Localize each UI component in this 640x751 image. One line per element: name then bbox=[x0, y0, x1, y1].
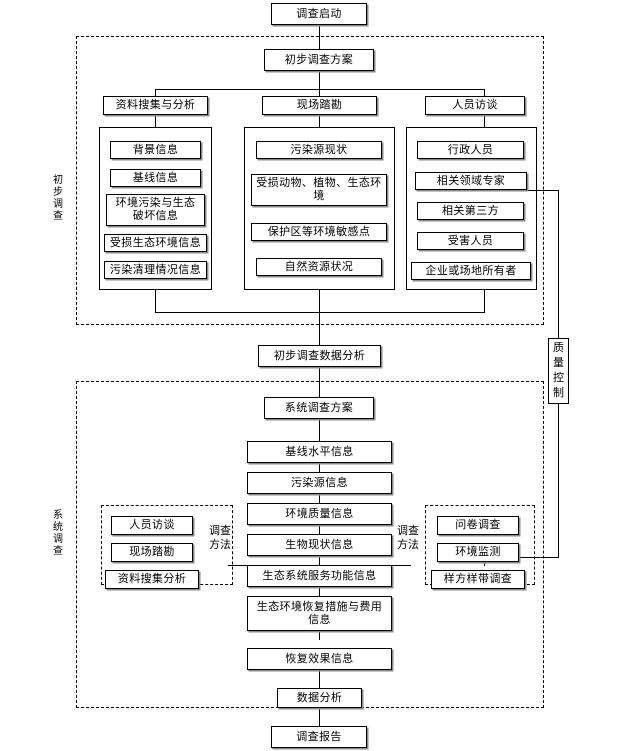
connector-left-method-to-center bbox=[228, 565, 247, 566]
fanbar-drop-col3 bbox=[484, 89, 485, 98]
node-c3-item3[interactable]: 受害人员 bbox=[417, 232, 524, 250]
connector-plan2-to-center bbox=[319, 419, 320, 441]
phase-two-side-label-c1: 统 bbox=[53, 522, 63, 533]
fanbar-drop-col1 bbox=[155, 89, 156, 98]
left-method-label-line0: 调查 bbox=[209, 525, 231, 537]
node-survey-report[interactable]: 调查报告 bbox=[271, 726, 367, 748]
connector-bridge-to-plan2 bbox=[319, 367, 320, 397]
right-method-label-line0: 调查 bbox=[397, 525, 419, 537]
qc-spine-upper bbox=[558, 190, 559, 365]
right-method-label-line1: 方法 bbox=[397, 539, 419, 551]
node-p2-right-method-2[interactable]: 样方样带调查 bbox=[431, 570, 525, 589]
node-preliminary-plan[interactable]: 初步调查方案 bbox=[264, 49, 374, 71]
node-data-analysis[interactable]: 数据分析 bbox=[277, 688, 362, 708]
center-link-5 bbox=[319, 587, 320, 596]
node-c3-item2[interactable]: 相关第三方 bbox=[417, 202, 524, 220]
phase-one-container bbox=[76, 36, 544, 325]
node-p2-center-1[interactable]: 污染源信息 bbox=[247, 472, 392, 494]
node-c1-item1[interactable]: 基线信息 bbox=[110, 169, 201, 187]
center-link-6 bbox=[319, 631, 320, 640]
connector-right-method-to-center bbox=[392, 565, 411, 566]
node-c1-item4[interactable]: 污染清理情况信息 bbox=[104, 261, 207, 279]
connector-start-to-plan1 bbox=[319, 25, 320, 51]
qc-char-0: 质 bbox=[553, 342, 564, 354]
phase-one-side-label: 初 步 调 查 bbox=[47, 175, 69, 223]
qc-top-feed bbox=[484, 190, 559, 191]
node-c3-item0[interactable]: 行政人员 bbox=[417, 141, 524, 159]
connector-col1-header-to-group bbox=[155, 115, 156, 127]
node-c3-item4[interactable]: 企业或场地所有者 bbox=[411, 262, 531, 280]
node-p2-center-0[interactable]: 基线水平信息 bbox=[247, 441, 392, 463]
merge-bar-phase1 bbox=[155, 312, 485, 313]
node-c1-item2[interactable]: 环境污染与生态破坏信息 bbox=[106, 194, 205, 226]
node-col2-header[interactable]: 现场踏勘 bbox=[262, 96, 377, 115]
node-survey-start[interactable]: 调查启动 bbox=[271, 3, 367, 25]
phase-one-side-label-c2: 调 bbox=[53, 199, 63, 210]
phase-one-side-label-c1: 步 bbox=[53, 187, 63, 198]
connector-col2-header-to-group bbox=[319, 115, 320, 127]
node-c1-item3[interactable]: 受损生态环境信息 bbox=[104, 234, 207, 252]
node-p2-left-method-2[interactable]: 资料搜集分析 bbox=[105, 570, 199, 589]
phase-two-side-label-c2: 调 bbox=[53, 534, 63, 545]
node-col1-header[interactable]: 资料搜集与分析 bbox=[103, 96, 208, 115]
node-p2-left-method-1[interactable]: 现场踏勘 bbox=[111, 543, 193, 562]
connector-center-to-analysis bbox=[319, 670, 320, 688]
center-link-2 bbox=[319, 494, 320, 503]
connector-col3-group-down bbox=[484, 290, 485, 312]
qc-spine-lower bbox=[558, 385, 559, 558]
node-quality-control[interactable]: 质 量 控 制 bbox=[548, 338, 569, 404]
node-c2-item3[interactable]: 自然资源状况 bbox=[256, 258, 382, 276]
left-method-label-line1: 方法 bbox=[209, 539, 231, 551]
node-c2-item1[interactable]: 受损动物、植物、生态环境 bbox=[251, 174, 387, 206]
phase-two-side-label-c0: 系 bbox=[53, 510, 63, 521]
center-link-3 bbox=[319, 525, 320, 534]
right-method-label: 调查 方法 bbox=[393, 524, 423, 552]
node-p2-right-method-1[interactable]: 环境监测 bbox=[437, 543, 519, 562]
node-system-plan[interactable]: 系统调查方案 bbox=[264, 397, 374, 419]
connector-col1-group-down bbox=[155, 290, 156, 312]
qc-char-1: 量 bbox=[553, 357, 564, 369]
phase-one-side-label-c3: 查 bbox=[53, 211, 63, 222]
node-preliminary-data-analysis[interactable]: 初步调查数据分析 bbox=[258, 345, 381, 367]
node-c1-item0[interactable]: 背景信息 bbox=[110, 141, 201, 159]
node-p2-center-4[interactable]: 生态系统服务功能信息 bbox=[247, 565, 392, 587]
phase-two-side-label: 系 统 调 查 bbox=[47, 510, 69, 558]
connector-analysis-to-report bbox=[319, 708, 320, 726]
node-col3-header[interactable]: 人员访谈 bbox=[425, 96, 525, 115]
node-p2-center-2[interactable]: 环境质量信息 bbox=[247, 503, 392, 525]
qc-bottom-feed bbox=[484, 557, 559, 558]
node-c2-item2[interactable]: 保护区等环境敏感点 bbox=[251, 223, 387, 241]
phase-one-side-label-c0: 初 bbox=[53, 175, 63, 186]
node-p2-center-3[interactable]: 生物现状信息 bbox=[247, 534, 392, 556]
center-link-4 bbox=[319, 556, 320, 565]
node-p2-left-method-0[interactable]: 人员访谈 bbox=[111, 516, 193, 535]
node-p2-center-6[interactable]: 恢复效果信息 bbox=[247, 648, 392, 670]
fanbar-drop-col2 bbox=[319, 89, 320, 98]
left-method-label: 调查 方法 bbox=[205, 524, 235, 552]
qc-char-2: 控 bbox=[553, 372, 564, 384]
node-c3-item1[interactable]: 相关领域专家 bbox=[415, 172, 527, 190]
connector-plan1-to-fanbar bbox=[319, 71, 320, 89]
center-link-1 bbox=[319, 463, 320, 472]
node-p2-center-5[interactable]: 生态环境恢复措施与费用信息 bbox=[247, 596, 392, 631]
node-p2-right-method-0[interactable]: 问卷调查 bbox=[437, 516, 519, 535]
phase-two-side-label-c3: 查 bbox=[53, 546, 63, 557]
connector-col3-header-to-group bbox=[484, 115, 485, 127]
connector-col2-group-to-bridge bbox=[319, 290, 320, 345]
qc-char-3: 制 bbox=[553, 387, 564, 399]
node-c2-item0[interactable]: 污染源现状 bbox=[256, 141, 382, 159]
